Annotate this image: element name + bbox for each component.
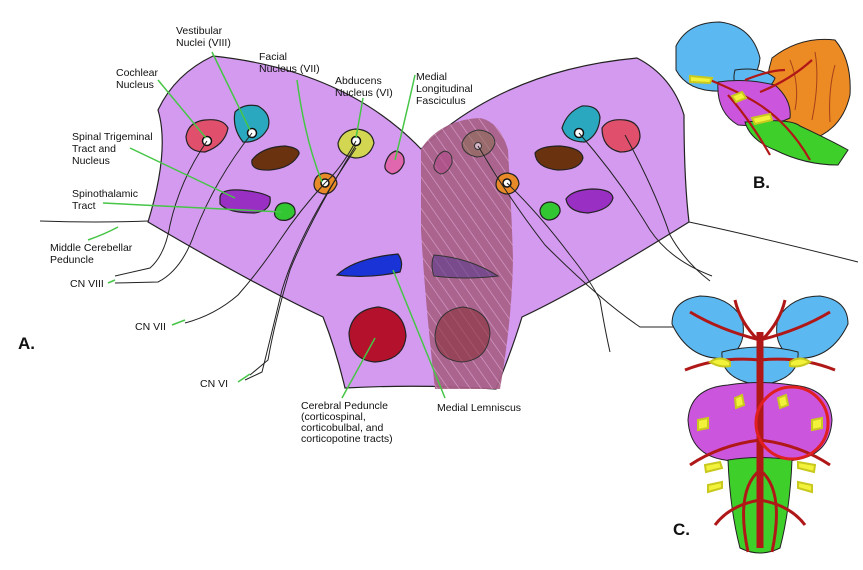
panel-c-ventral-view (671, 295, 849, 554)
leader-cochlear (157, 79, 207, 139)
label-cn8: CN VIII (70, 278, 104, 290)
label-mlf-line2: Longitudinal (416, 83, 473, 95)
right-fibre-d (477, 145, 675, 328)
label-medial-lemniscus: Medial Lemniscus (437, 402, 521, 414)
mlf-left (384, 150, 405, 175)
b-cerebellum-folia (789, 51, 836, 123)
label-spinothalamic: Spinothalamic Tract (72, 188, 141, 212)
cerebral-peduncle-left (348, 306, 407, 363)
label-facial-line1: Facial (259, 51, 287, 63)
label-vestibular: Vestibular Nuclei (VIII) (176, 25, 231, 49)
spinothalamic-small-left (273, 202, 296, 221)
pons-cross-section: Vestibular Nuclei (VIII) Cochlear Nucleu… (39, 25, 859, 445)
right-fibre-a (578, 132, 713, 277)
b-nerves (689, 74, 774, 126)
label-cn6: CN VI (200, 378, 228, 390)
b-arteries (704, 59, 813, 161)
leader-cn8 (107, 279, 116, 284)
label-abducens: Abducens Nucleus (VI) (335, 75, 393, 99)
leader-vestibular (211, 51, 251, 131)
panel-label-a: A. (18, 334, 35, 353)
label-cochlear-line2: Nucleus (116, 79, 154, 91)
label-facial-line2: Nucleus (VII) (259, 63, 320, 75)
label-mcp-line2: Peduncle (50, 254, 94, 266)
label-cerebral-peduncle-line2: (corticospinal, (301, 411, 366, 423)
nerve-fibres (114, 132, 713, 381)
pons-body (147, 55, 690, 390)
cn6-fibre-b (244, 147, 357, 381)
label-mlf: Medial Longitudinal Fasciculus (416, 71, 476, 107)
label-spinal-trigeminal-line1: Spinal Trigeminal (72, 131, 153, 143)
label-cn7: CN VII (135, 321, 166, 333)
spinothalamic-tract-left (219, 189, 271, 214)
right-fibre-c (506, 182, 611, 353)
mlf-right-ghost (433, 150, 453, 175)
c-cerebrum-left (671, 295, 744, 359)
label-abducens-line1: Abducens (335, 75, 382, 87)
label-vestibular-line2: Nuclei (VIII) (176, 37, 231, 49)
label-abducens-line2: Nucleus (VI) (335, 87, 393, 99)
leader-trigeminal (129, 147, 236, 199)
label-vestibular-line1: Vestibular (176, 25, 223, 37)
cochlear-nucleus-right (601, 119, 641, 153)
label-cerebral-peduncle-line3: corticobulbal, and (301, 422, 383, 434)
label-cerebral-peduncle-line4: corticopotine tracts) (301, 433, 393, 445)
cn7-fibre (184, 182, 326, 324)
c-highlight-circle (754, 385, 830, 461)
medial-lemniscus-left (335, 253, 403, 278)
c-cerebrum-right (776, 295, 849, 359)
leader-cn7 (171, 319, 186, 326)
leader-abducens (355, 97, 364, 139)
panel-label-b: B. (753, 173, 770, 192)
cn8-fibre-b (114, 132, 253, 284)
leader-cerebral-peduncle (341, 337, 376, 399)
medial-lemniscus-right-ghost (431, 254, 500, 279)
leader-medial-lemniscus (392, 269, 446, 399)
leader-mcp (87, 226, 119, 241)
label-cerebral-peduncle-line1: Cerebral Peduncle (301, 400, 388, 412)
trigeminal-nucleus-left (251, 145, 300, 171)
panel-label-c: C. (673, 520, 690, 539)
label-mlf-line1: Medial (416, 71, 447, 83)
label-spinothalamic-line1: Spinothalamic (72, 188, 138, 200)
cerebral-peduncle-right-ghost (434, 306, 491, 363)
label-cochlear-line1: Cochlear (116, 67, 159, 79)
label-spinal-trigeminal-line3: Nucleus (72, 155, 110, 167)
label-spinal-trigeminal-line2: Tract and (72, 143, 116, 155)
spinothalamic-tract-right (565, 188, 614, 214)
leader-spinothalamic (102, 202, 283, 213)
right-fibre-b (624, 134, 711, 282)
left-peduncle-boundary-line (39, 220, 149, 223)
vestibular-nuclei-right (561, 105, 601, 143)
panel-b-lateral-view (675, 21, 851, 166)
cn8-fibre-a (114, 140, 208, 277)
c-nerves (697, 357, 823, 494)
label-mcp-line1: Middle Cerebellar (50, 242, 133, 254)
right-peduncle-boundary-line (688, 221, 859, 263)
label-mcp: Middle Cerebellar Peduncle (50, 242, 135, 266)
label-cerebral-peduncle: Cerebral Peduncle (corticospinal, cortic… (301, 400, 393, 445)
leader-facial (296, 79, 323, 183)
label-mlf-line3: Fasciculus (416, 95, 466, 107)
leader-cn6 (237, 373, 251, 383)
spinothalamic-small-right (539, 201, 561, 221)
leader-lines (87, 51, 446, 399)
leader-mlf (394, 74, 416, 161)
label-facial: Facial Nucleus (VII) (259, 51, 320, 75)
label-spinal-trigeminal: Spinal Trigeminal Tract and Nucleus (72, 131, 155, 167)
cn7-loop (324, 140, 357, 184)
label-cochlear: Cochlear Nucleus (116, 67, 161, 91)
label-spinothalamic-line2: Tract (72, 200, 96, 212)
trigeminal-nucleus-right (534, 145, 584, 171)
